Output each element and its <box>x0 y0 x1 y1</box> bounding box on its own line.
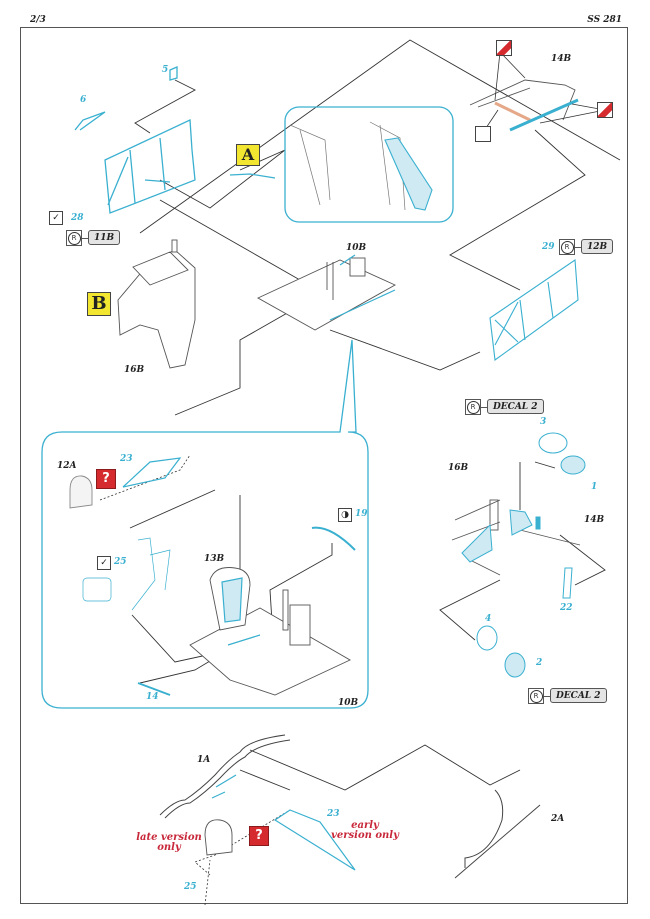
tag-12B: 12B <box>581 239 614 254</box>
leader-line <box>559 534 606 586</box>
leader-line <box>159 199 301 281</box>
part-23-detail <box>122 457 182 488</box>
bend-icon: ✓ <box>49 211 63 225</box>
kit-part-13B: 13B <box>204 554 225 564</box>
leader-line <box>329 329 481 371</box>
kit-part-10B-detail: 10B <box>338 698 359 708</box>
early-version-note: early version only <box>331 820 399 841</box>
part-number-14: 14 <box>146 692 159 702</box>
instruction-frame <box>20 27 628 904</box>
kit-part-14B-right: 14B <box>584 515 605 525</box>
late-version-note: late version only <box>136 832 202 853</box>
callout-B: B <box>87 292 111 316</box>
part-5 <box>169 66 178 81</box>
connector <box>575 247 581 248</box>
remove-icon: R <box>465 399 481 415</box>
part-22 <box>562 567 573 599</box>
part-3 <box>538 432 568 454</box>
part-14 <box>137 682 171 696</box>
detail-box-A <box>284 106 454 223</box>
part-number-1: 1 <box>591 482 598 492</box>
leader-line <box>449 129 586 291</box>
part-number-23-bottom: 23 <box>327 809 340 819</box>
part-number-3: 3 <box>540 417 547 427</box>
part-25-harness <box>131 537 156 611</box>
part-10B-detail-floor <box>189 607 351 696</box>
part-number-22: 22 <box>560 603 573 613</box>
part-number-28: 28 <box>71 213 84 223</box>
red-decal-marker <box>496 40 512 56</box>
kit-part-14B: 14B <box>551 54 572 64</box>
leader-line <box>249 744 521 791</box>
leader-line <box>239 769 291 791</box>
part-A-strip <box>229 173 276 179</box>
part-1A <box>159 734 286 816</box>
bend-icon: ✓ <box>97 556 111 570</box>
dashed-leader <box>99 454 191 501</box>
kit-part-1A: 1A <box>197 755 211 765</box>
red-decal-marker <box>597 102 613 118</box>
leader-line <box>269 543 333 623</box>
kit-part-16B: 16B <box>124 365 145 375</box>
callout-A: A <box>236 144 260 166</box>
tag-decal-2-top: DECAL 2 <box>487 399 544 414</box>
remove-icon: R <box>66 230 82 246</box>
connector <box>544 696 550 697</box>
part-2A <box>464 789 504 868</box>
part-23-bottom <box>273 809 356 871</box>
part-number-23: 23 <box>120 454 133 464</box>
part-number-19: 19 <box>355 509 368 519</box>
part-number-29: 29 <box>542 242 555 252</box>
kit-part-10B: 10B <box>346 243 367 253</box>
part-number-25: 25 <box>114 557 127 567</box>
leader-line <box>174 299 311 416</box>
kit-part-12A: 12A <box>57 461 77 471</box>
tag-11B: 11B <box>88 230 121 245</box>
product-code: SS 281 <box>587 15 622 25</box>
leader-line <box>439 579 501 641</box>
part-25-bottom <box>204 819 233 856</box>
leader-line <box>129 489 216 529</box>
paint-icon: ◑ <box>338 508 352 522</box>
page-number: 2/3 <box>30 15 46 25</box>
part-number-4: 4 <box>485 614 492 624</box>
leader-line <box>139 39 621 234</box>
part-4 <box>476 625 498 651</box>
part-number-2: 2 <box>536 658 543 668</box>
leader-line <box>134 79 196 134</box>
detail-box-seat <box>41 339 369 709</box>
part-10B-floor <box>257 259 396 331</box>
dashed-leader <box>204 859 211 906</box>
kit-part-2A: 2A <box>551 814 565 824</box>
pedal-left <box>461 523 493 563</box>
part-number-5: 5 <box>162 65 169 75</box>
part-19 <box>311 526 356 551</box>
pedal-right <box>509 509 533 536</box>
red-decal-marker-small <box>475 126 491 142</box>
part-14B <box>469 79 576 121</box>
kit-part-16B-right: 16B <box>448 463 469 473</box>
part-2 <box>504 652 526 678</box>
part-6 <box>74 111 106 131</box>
leader-line <box>159 149 286 209</box>
tag-decal-2-bottom: DECAL 2 <box>550 688 607 703</box>
frame-part-11B <box>104 119 196 214</box>
part-number-25-bottom: 25 <box>184 882 197 892</box>
leader-line <box>534 461 556 469</box>
connector <box>82 238 88 239</box>
remove-icon: R <box>528 688 544 704</box>
part-12A <box>69 475 93 509</box>
part-number-6: 6 <box>80 95 87 105</box>
question-marker: ? <box>96 469 116 489</box>
connector <box>481 407 487 408</box>
remove-icon: R <box>559 239 575 255</box>
question-marker: ? <box>249 826 269 846</box>
frame-part-12B <box>489 259 579 361</box>
part-1 <box>560 455 586 475</box>
